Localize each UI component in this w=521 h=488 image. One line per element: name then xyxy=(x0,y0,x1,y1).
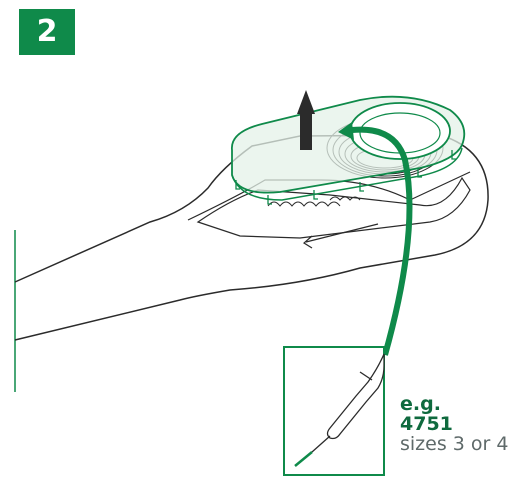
gear-teeth xyxy=(267,196,361,207)
caption-sizes: sizes 3 or 4 xyxy=(400,433,509,455)
up-arrow-icon xyxy=(297,90,315,150)
tool-slot xyxy=(196,176,471,239)
lid-rim xyxy=(231,147,463,201)
slot-arrow xyxy=(305,223,379,243)
step-number-badge: 2 xyxy=(19,9,75,55)
inset-box xyxy=(283,346,385,476)
brush-icon xyxy=(294,353,385,467)
caption-example: e.g. xyxy=(400,393,441,415)
slot-arrow-head xyxy=(302,235,313,249)
product-caption: e.g. 4751 sizes 3 or 4 xyxy=(400,394,508,454)
caption-article-number: 4751 xyxy=(400,413,453,435)
tool-handle xyxy=(14,134,489,341)
guide-curve xyxy=(351,126,413,356)
guide-curve-head xyxy=(338,122,354,140)
lid-clips xyxy=(235,150,456,205)
